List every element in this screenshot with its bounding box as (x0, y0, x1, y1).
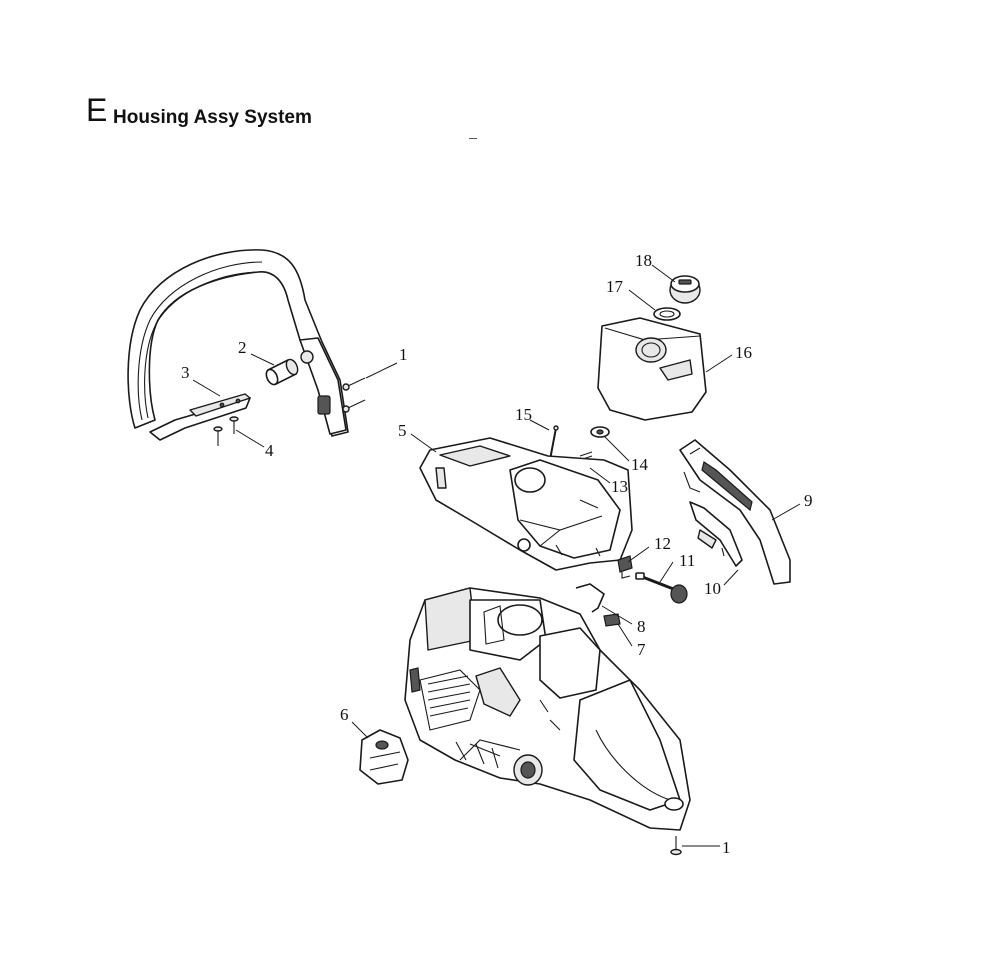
screw-part-1-bottom (670, 836, 682, 856)
handle-bracket-part-3 (149, 393, 251, 441)
callout-18: 18 (635, 251, 652, 270)
page-title: Housing Assy System (113, 107, 312, 128)
callout-labels: 1 2 3 4 5 6 7 8 9 10 11 12 13 14 15 16 1… (181, 251, 813, 857)
top-cover-part-16 (597, 317, 707, 421)
stray-dash-mark (469, 138, 477, 139)
front-handle-bar (127, 249, 349, 437)
callout-4: 4 (265, 441, 274, 460)
washer-part-17 (653, 307, 681, 321)
callout-1-upper: 1 (399, 345, 408, 364)
trigger-part-10 (689, 501, 743, 567)
engine-crankcase (404, 587, 691, 831)
callout-14: 14 (631, 455, 649, 474)
cap-part-18 (669, 275, 701, 304)
screws-part-1-upper (342, 377, 366, 413)
choke-lever-part-11 (635, 572, 688, 604)
callout-5: 5 (398, 421, 407, 440)
callout-12: 12 (654, 534, 671, 553)
callout-7: 7 (637, 640, 646, 659)
screws-part-4 (213, 416, 239, 446)
callout-8: 8 (637, 617, 646, 636)
pad-part-7 (603, 613, 621, 627)
callout-16: 16 (735, 343, 752, 362)
callout-9: 9 (804, 491, 813, 510)
rear-handle-part-9 (679, 439, 791, 585)
callout-10: 10 (704, 579, 721, 598)
grommet-part-14 (590, 426, 610, 438)
sleeve-part-2 (265, 358, 299, 386)
callout-6: 6 (340, 705, 349, 724)
linkage-rod-part-8 (575, 583, 605, 613)
callout-2: 2 (238, 338, 247, 357)
leader-lines (192, 264, 801, 847)
top-housing-part-5 (419, 437, 633, 571)
callout-15: 15 (515, 405, 532, 424)
callout-13: 13 (611, 477, 628, 496)
callout-11: 11 (679, 551, 695, 570)
section-letter: E (86, 92, 108, 128)
callout-1-lower: 1 (722, 838, 731, 857)
switch-part-12 (617, 555, 633, 579)
callout-17: 17 (606, 277, 624, 296)
mount-part-6 (359, 729, 409, 785)
callout-3: 3 (181, 363, 190, 382)
